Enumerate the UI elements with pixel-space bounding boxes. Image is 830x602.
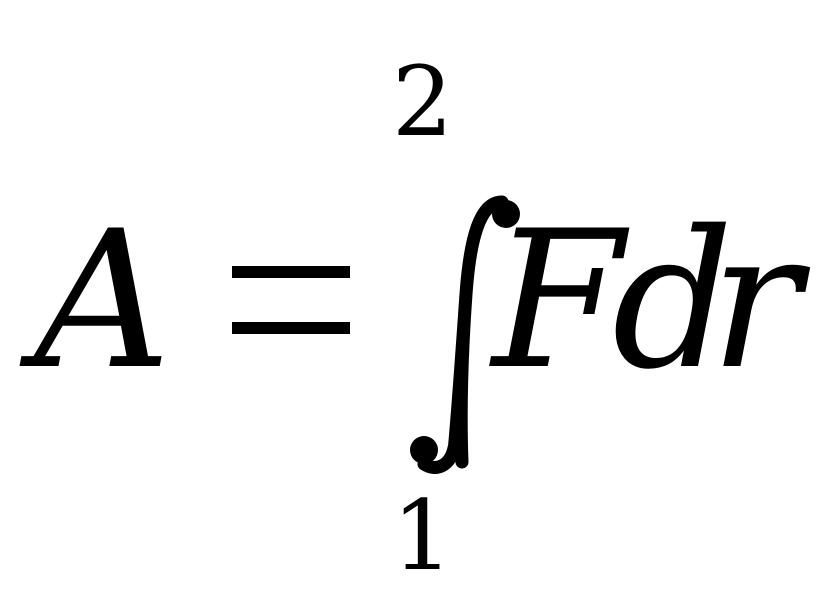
integral-bottom-curve <box>417 441 461 474</box>
integral-bottom-hook <box>410 436 438 464</box>
work-variable: A <box>34 190 172 411</box>
force-variable: F <box>492 190 624 411</box>
equals-bottom-bar <box>232 322 350 334</box>
integral-top-hook <box>492 200 520 228</box>
integral-lower-limit: 1 <box>392 480 454 592</box>
integral-stroke <box>447 195 509 469</box>
integral-upper-limit: 2 <box>392 46 454 158</box>
equals-top-bar <box>232 266 350 278</box>
equals-sign <box>232 266 350 334</box>
integral-sign <box>410 195 520 474</box>
differential-d: d <box>612 190 734 411</box>
displacement-variable: r <box>710 190 801 411</box>
